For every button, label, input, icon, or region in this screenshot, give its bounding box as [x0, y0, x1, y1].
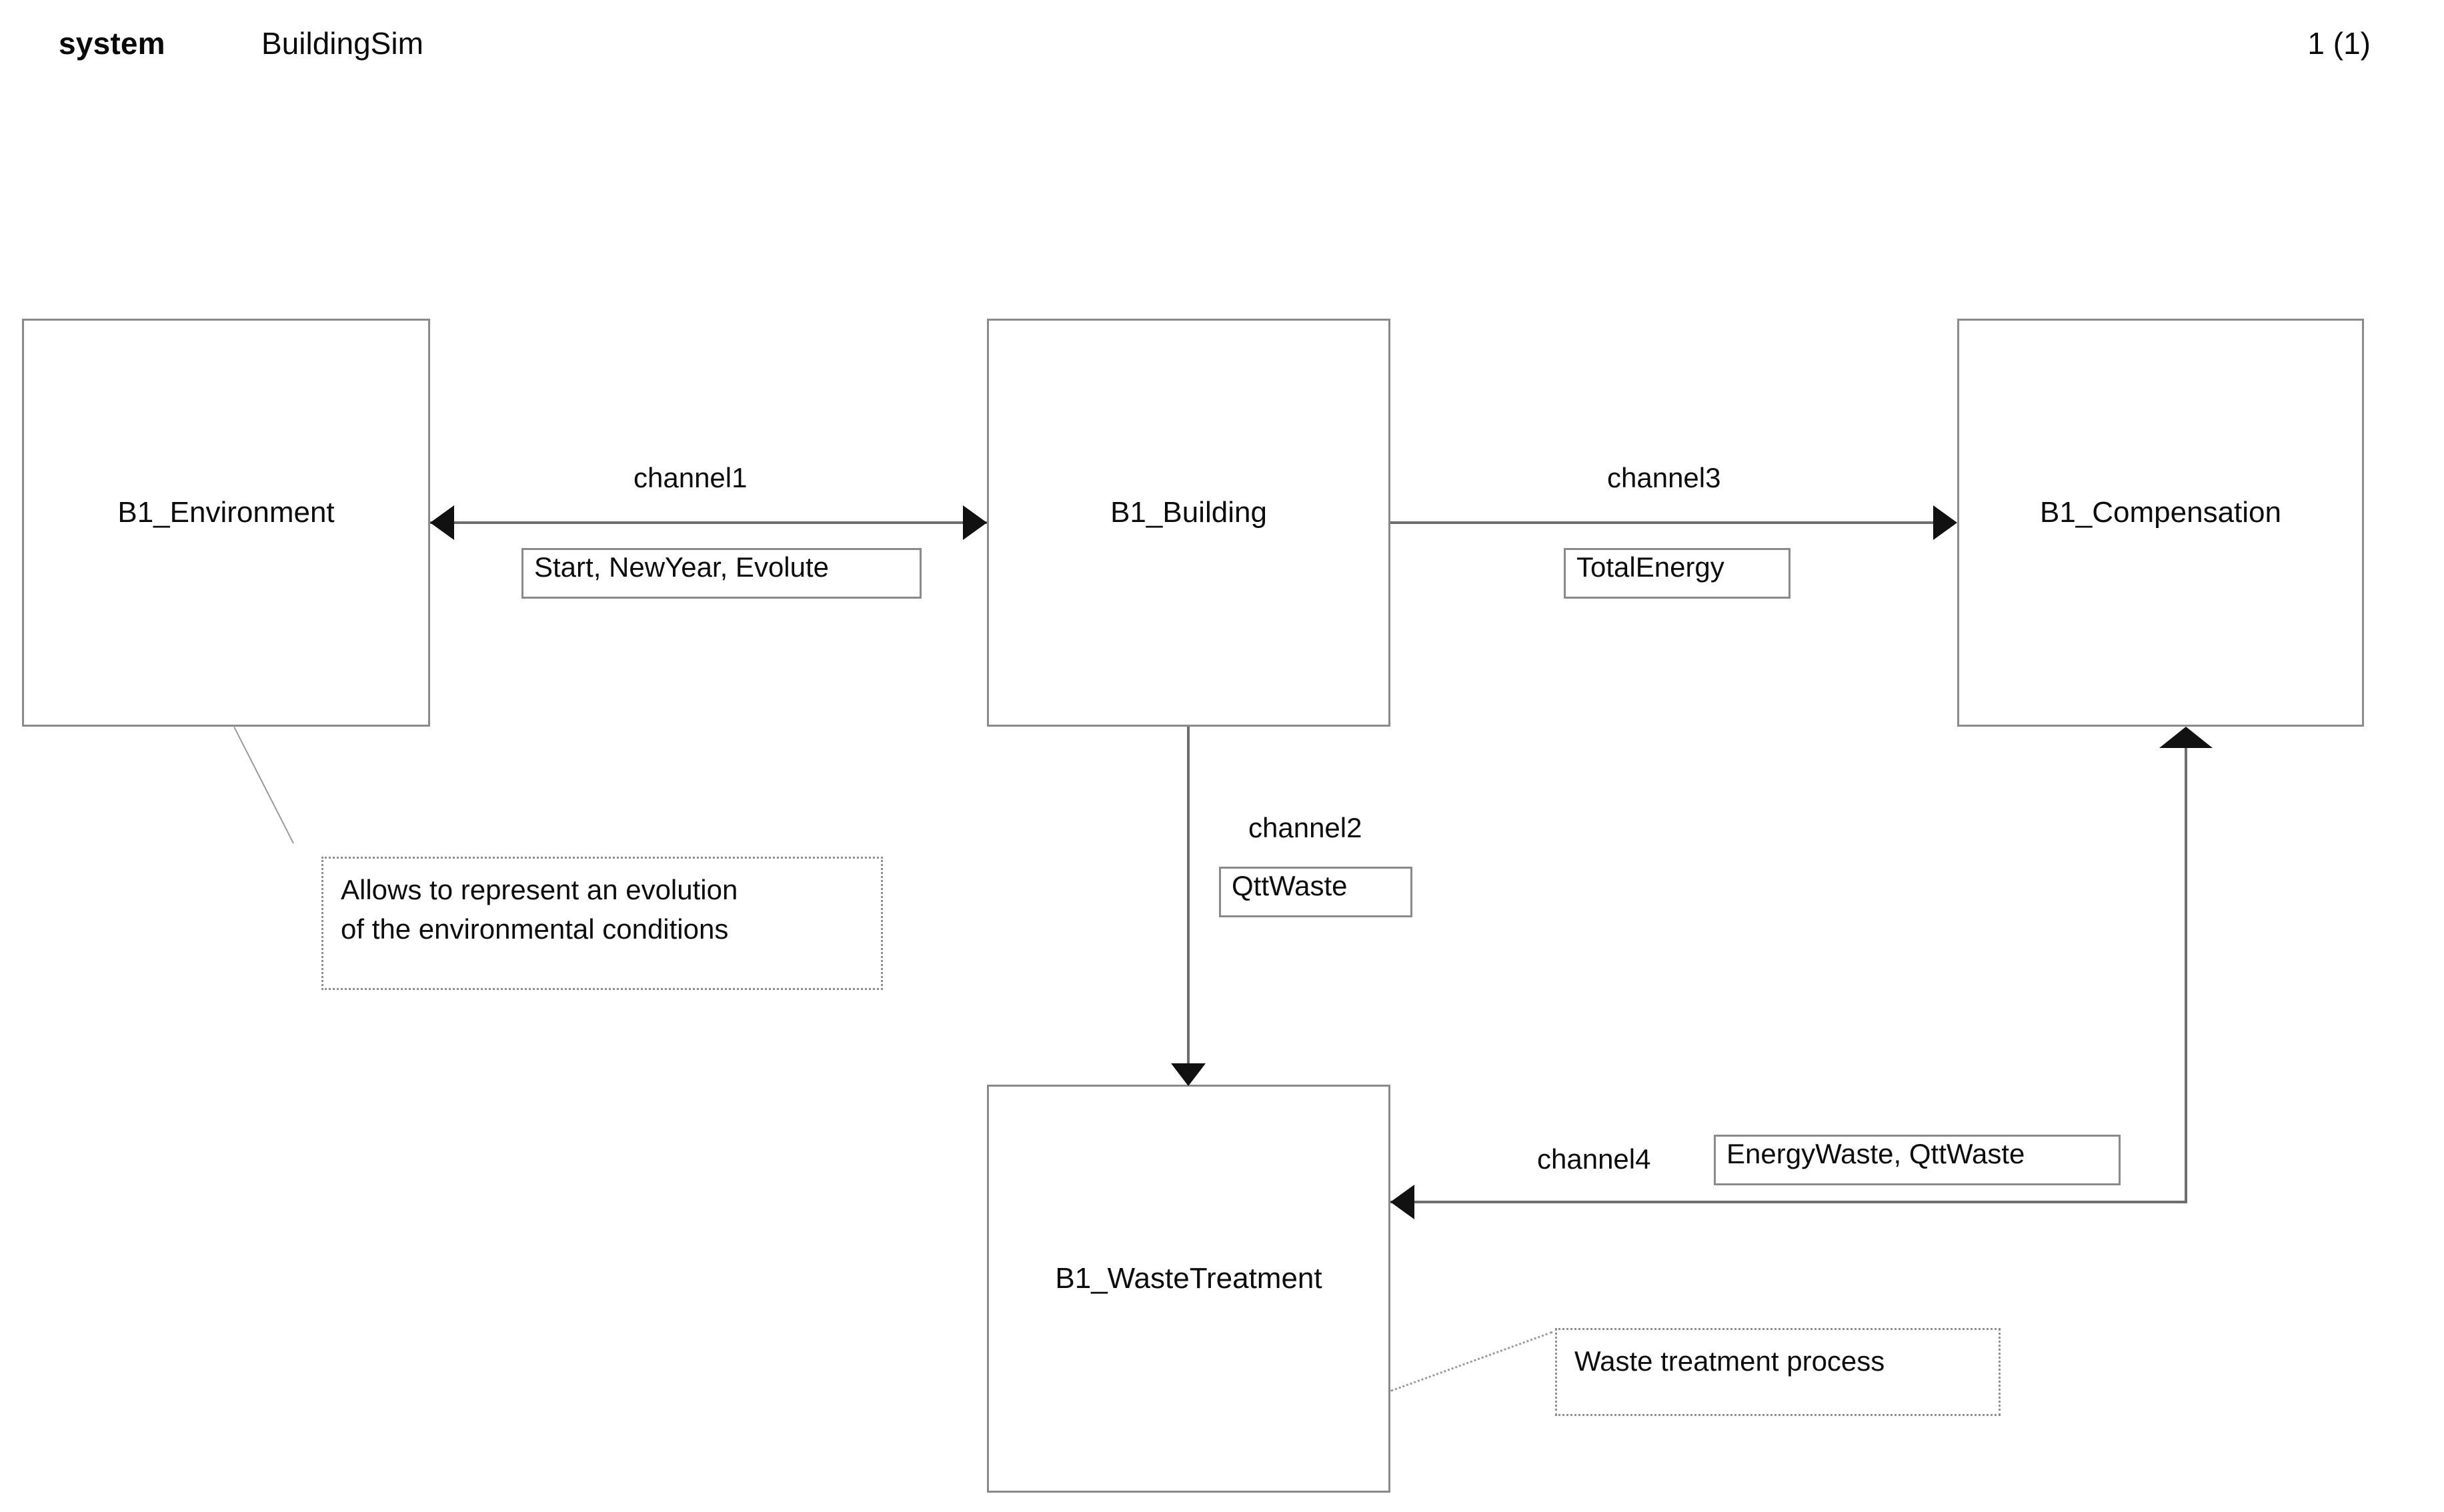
channel1-signal-box: Start, NewYear, Evolute [521, 548, 922, 599]
channel4-line-vertical [2185, 748, 2187, 1202]
channel3-line [1390, 521, 1933, 524]
environment-note-line2: of the environmental conditions [341, 913, 729, 945]
diagram-header: system BuildingSim 1 (1) [0, 0, 2444, 87]
environment-note-line1: Allows to represent an evolution [341, 874, 738, 905]
channel4-line-horizontal [1390, 1201, 2187, 1203]
environment-note-text: Allows to represent an evolution of the … [341, 871, 874, 949]
channel4-name-label: channel4 [1537, 1143, 1651, 1175]
block-b1-building[interactable]: B1_Building [987, 319, 1390, 727]
channel1-name-label: channel1 [634, 462, 748, 493]
channel1-arrowhead-right [963, 505, 987, 540]
channel4-arrowhead-up [2159, 727, 2213, 748]
channel4-signal-box: EnergyWaste, QttWaste [1714, 1135, 2121, 1185]
block-label-compensation: B1_Compensation [2039, 496, 2281, 529]
channel2-signal-box: QttWaste [1219, 867, 1412, 917]
channel1-arrowhead-left [430, 505, 454, 540]
channel4-arrowhead-left [1390, 1185, 1414, 1219]
block-label-wastetreatment: B1_WasteTreatment [1055, 1262, 1322, 1295]
channel4-signal-text: EnergyWaste, QttWaste [1726, 1138, 2025, 1169]
environment-note-leader [233, 727, 294, 844]
channel2-arrowhead-down [1171, 1063, 1206, 1086]
page-counter: 1 (1) [2307, 26, 2371, 61]
block-b1-compensation[interactable]: B1_Compensation [1957, 319, 2364, 727]
diagram-title: BuildingSim [261, 26, 423, 61]
block-b1-environment[interactable]: B1_Environment [22, 319, 430, 727]
channel3-name-label: channel3 [1607, 462, 1721, 493]
channel2-name-label: channel2 [1248, 812, 1362, 843]
channel3-signal-text: TotalEnergy [1576, 551, 1724, 583]
environment-note-box[interactable]: Allows to represent an evolution of the … [321, 857, 883, 990]
block-label-environment: B1_Environment [117, 496, 335, 529]
wastetreatment-note-text: Waste treatment process [1574, 1342, 1992, 1381]
channel2-signal-text: QttWaste [1232, 870, 1348, 901]
block-label-building: B1_Building [1110, 496, 1267, 529]
wastetreatment-note-line1: Waste treatment process [1574, 1345, 1885, 1377]
channel3-arrowhead-right [1933, 505, 1957, 540]
channel1-line [430, 521, 987, 524]
block-b1-wastetreatment[interactable]: B1_WasteTreatment [987, 1085, 1390, 1493]
wastetreatment-note-leader [1390, 1331, 1553, 1392]
wastetreatment-note-box[interactable]: Waste treatment process [1555, 1328, 2001, 1416]
channel1-signal-text: Start, NewYear, Evolute [534, 551, 830, 583]
channel3-signal-box: TotalEnergy [1564, 548, 1790, 599]
diagram-kind-label: system [59, 26, 165, 61]
channel2-line [1187, 727, 1190, 1063]
